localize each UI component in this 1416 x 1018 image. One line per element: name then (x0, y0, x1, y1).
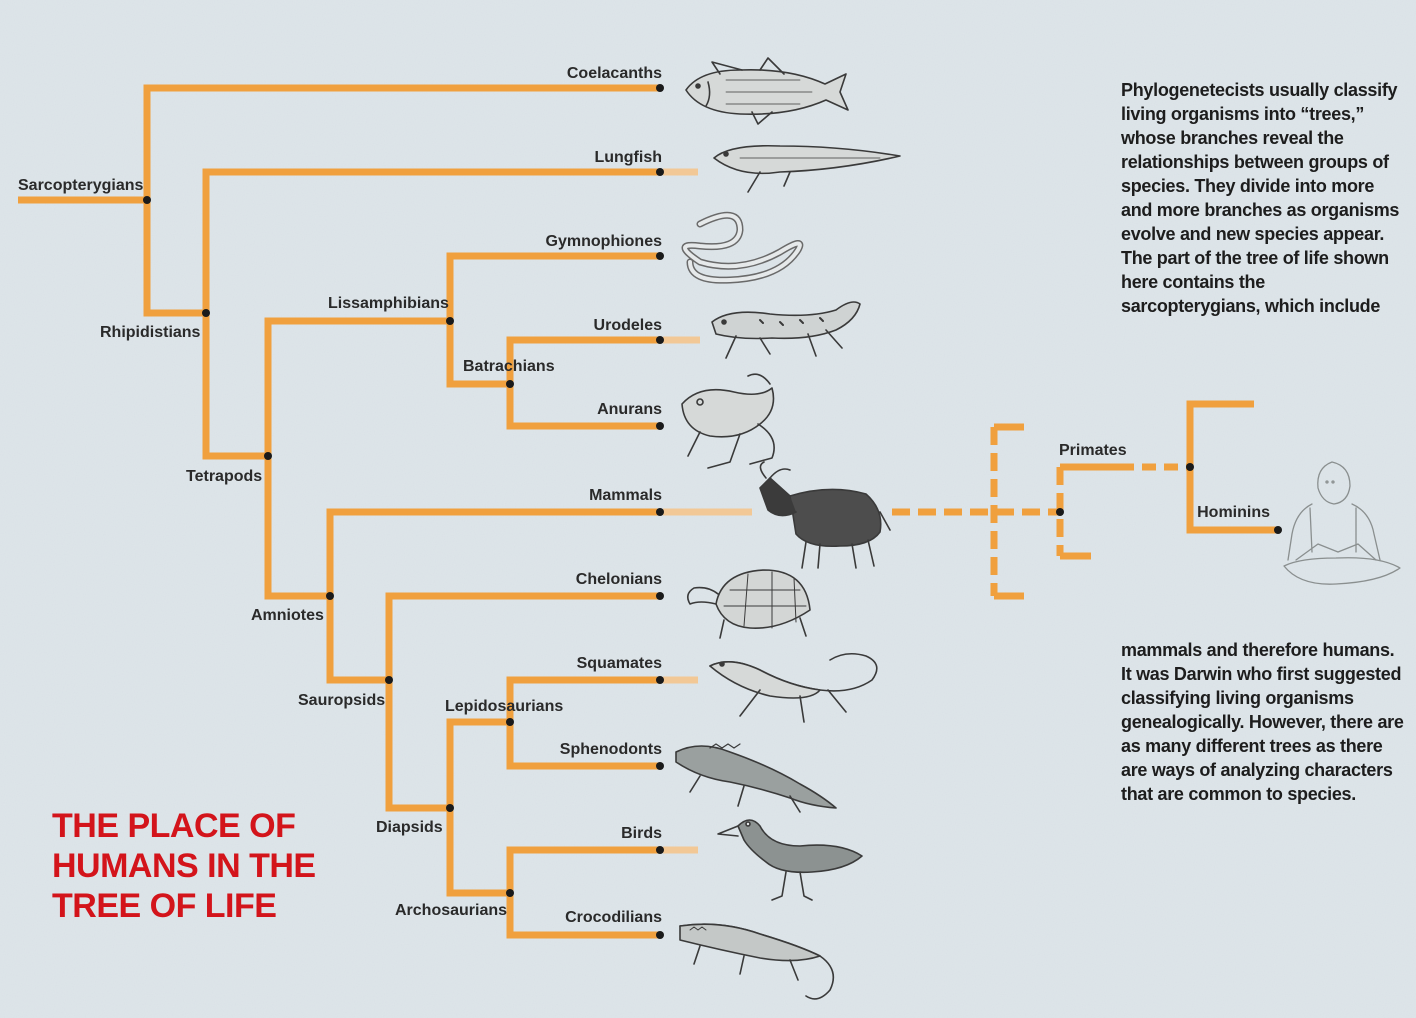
node-archosaurians (506, 889, 514, 897)
leaf-dot-coelacanths (656, 84, 664, 92)
node-sauropsids (385, 676, 393, 684)
frog-illustration (682, 374, 774, 468)
primates-branch (892, 404, 1280, 596)
label-gymnophiones: Gymnophiones (546, 233, 663, 250)
label-diapsids: Diapsids (376, 819, 443, 836)
leaf-dot-squamates (656, 676, 664, 684)
tortoise-illustration (688, 570, 810, 638)
label-primates: Primates (1059, 442, 1127, 459)
figure-title: THE PLACE OF HUMANS IN THE TREE OF LIFE (52, 806, 382, 926)
label-birds: Birds (621, 825, 662, 842)
branch-rhipidistians (206, 172, 660, 456)
branch-sarcopterygians (147, 88, 660, 313)
label-urodeles: Urodeles (594, 317, 663, 334)
leaf-dot-hominins (1274, 526, 1282, 534)
leaf-dot-lungfish (656, 168, 664, 176)
label-lissamphibians: Lissamphibians (328, 295, 449, 312)
label-crocodilians: Crocodilians (565, 909, 662, 926)
node-batrachians (506, 380, 514, 388)
tuatara-illustration (676, 744, 836, 812)
node-lissamphibians (446, 317, 454, 325)
leaf-dot-urodeles (656, 336, 664, 344)
label-rhipidistians: Rhipidistians (100, 324, 201, 341)
node-rhipidistians (202, 309, 210, 317)
outro-text: mammals and therefore humans. It was Dar… (1121, 638, 1406, 806)
lizard-illustration (710, 654, 877, 722)
label-batrachians: Batrachians (463, 358, 555, 375)
title-line-3: TREE OF LIFE (52, 886, 382, 926)
label-chelonians: Chelonians (576, 571, 662, 588)
intro-paragraph-2: The part of the tree of life shown here … (1121, 246, 1406, 318)
seated-human-illustration (1284, 462, 1400, 584)
crocodile-illustration (680, 924, 833, 999)
branch-tetrapods (268, 321, 450, 596)
node-sarcopterygians (143, 196, 151, 204)
label-mammals: Mammals (589, 487, 662, 504)
label-archosaurians: Archosaurians (395, 902, 507, 919)
leaf-dot-mammals (656, 508, 664, 516)
node-lepidosaurians (506, 718, 514, 726)
node-tetrapods (264, 452, 272, 460)
label-lepidosaurians: Lepidosaurians (445, 698, 563, 715)
coelacanth-illustration (686, 58, 848, 124)
label-squamates: Squamates (577, 655, 662, 672)
node-primates (1056, 508, 1064, 516)
label-tetrapods: Tetrapods (186, 468, 262, 485)
title-line-2: HUMANS IN THE (52, 846, 382, 886)
branch-diapsids (450, 722, 510, 893)
node-primates-split (1186, 463, 1194, 471)
label-coelacanths: Coelacanths (567, 65, 662, 82)
label-sphenodonts: Sphenodonts (560, 741, 662, 758)
leaf-dot-anurans (656, 422, 664, 430)
title-line-1: THE PLACE OF (52, 806, 382, 846)
label-sarcopterygians: Sarcopterygians (18, 177, 143, 194)
node-diapsids (446, 804, 454, 812)
leaf-dot-birds (656, 846, 664, 854)
label-anurans: Anurans (597, 401, 662, 418)
duck-illustration (718, 820, 862, 900)
label-amniotes: Amniotes (251, 607, 324, 624)
intro-paragraph-1: Phylogenetecists usually classify living… (1121, 78, 1406, 246)
label-lungfish: Lungfish (594, 149, 662, 166)
leaf-dot-gymnophiones (656, 252, 664, 260)
lungfish-illustration (714, 146, 900, 192)
wildebeest-illustration (760, 462, 890, 568)
intro-text: Phylogenetecists usually classify living… (1121, 78, 1406, 318)
leaf-dot-sphenodonts (656, 762, 664, 770)
salamander-illustration (712, 302, 860, 358)
leaf-dot-crocodilians (656, 931, 664, 939)
node-amniotes (326, 592, 334, 600)
outro-paragraph: mammals and therefore humans. It was Dar… (1121, 638, 1406, 806)
caecilian-illustration (685, 215, 800, 280)
leaf-dot-chelonians (656, 592, 664, 600)
label-sauropsids: Sauropsids (298, 692, 385, 709)
label-hominins: Hominins (1197, 504, 1270, 521)
